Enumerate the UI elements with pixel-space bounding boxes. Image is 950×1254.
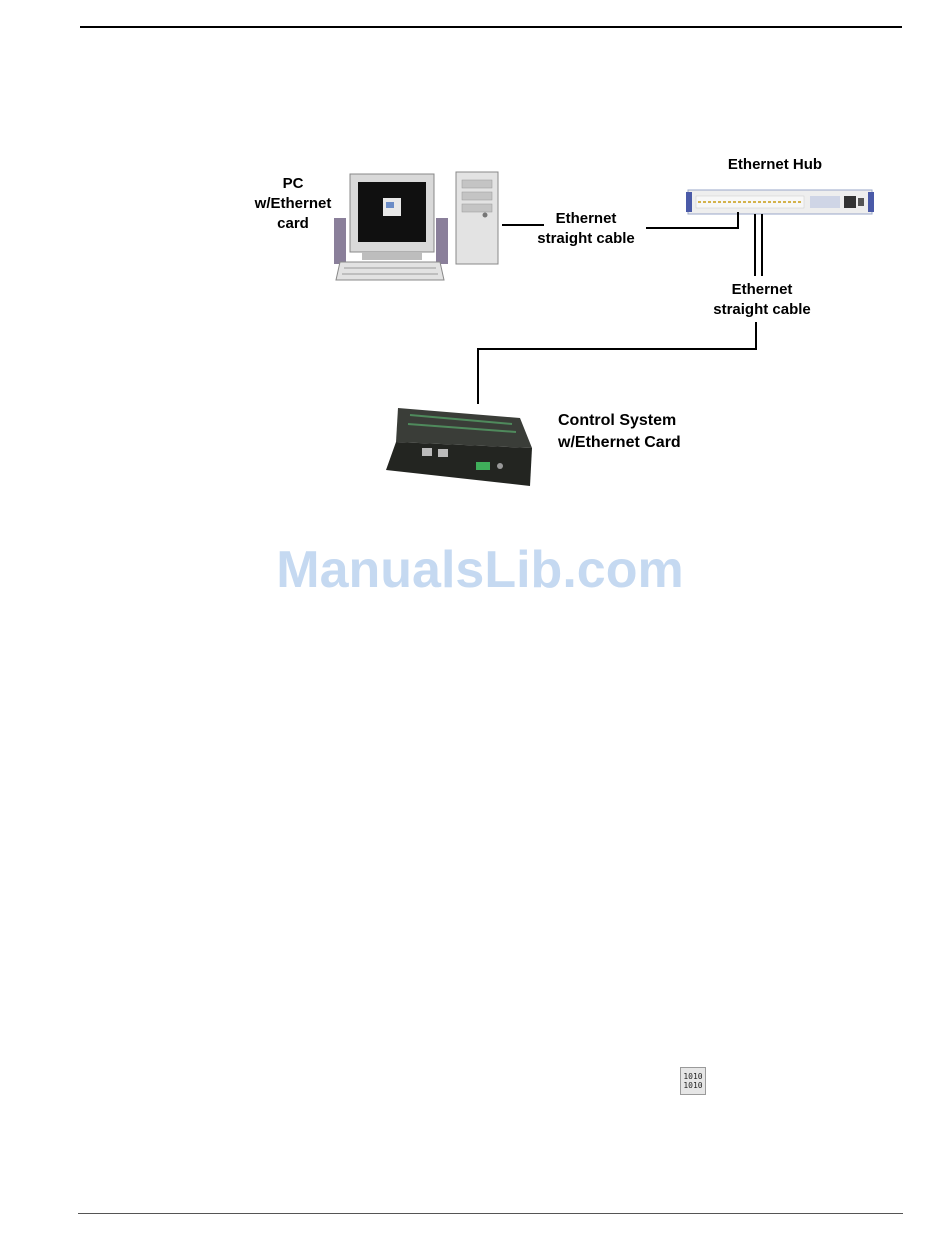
watermark: ManualsLib.com: [260, 540, 700, 600]
control-system-icon: [386, 408, 532, 486]
ethernet-hub-icon: [686, 190, 874, 214]
pc-workstation-icon: [334, 172, 498, 280]
cable-pc-hub-label-line-2: straight cable: [522, 229, 650, 249]
footer-rule: [78, 1213, 903, 1214]
pc-label-line-2: w/Ethernet: [238, 194, 348, 214]
control-system-label: Control System w/Ethernet Card: [558, 410, 712, 454]
cable-hub-control-label-line-2: straight cable: [700, 300, 824, 320]
binary-icon-line-1: 1010: [681, 1072, 705, 1081]
cable-hub-control-label-line-1: Ethernet: [700, 280, 824, 300]
cable-pc-hub-label-line-1: Ethernet: [522, 209, 650, 229]
pc-label-line-1: PC: [238, 174, 348, 194]
binary-icon-line-2: 1010: [681, 1081, 705, 1090]
control-system-label-line-1: Control System: [558, 410, 712, 432]
pc-label: PC w/Ethernet card: [238, 174, 348, 234]
pc-label-line-3: card: [238, 214, 348, 234]
binary-1010-icon[interactable]: 1010 1010: [680, 1067, 706, 1095]
hub-label: Ethernet Hub: [700, 155, 850, 175]
cable-pc-hub-label: Ethernet straight cable: [522, 209, 650, 249]
cable-hub-control-label: Ethernet straight cable: [700, 280, 824, 320]
control-system-label-line-2: w/Ethernet Card: [558, 432, 712, 454]
